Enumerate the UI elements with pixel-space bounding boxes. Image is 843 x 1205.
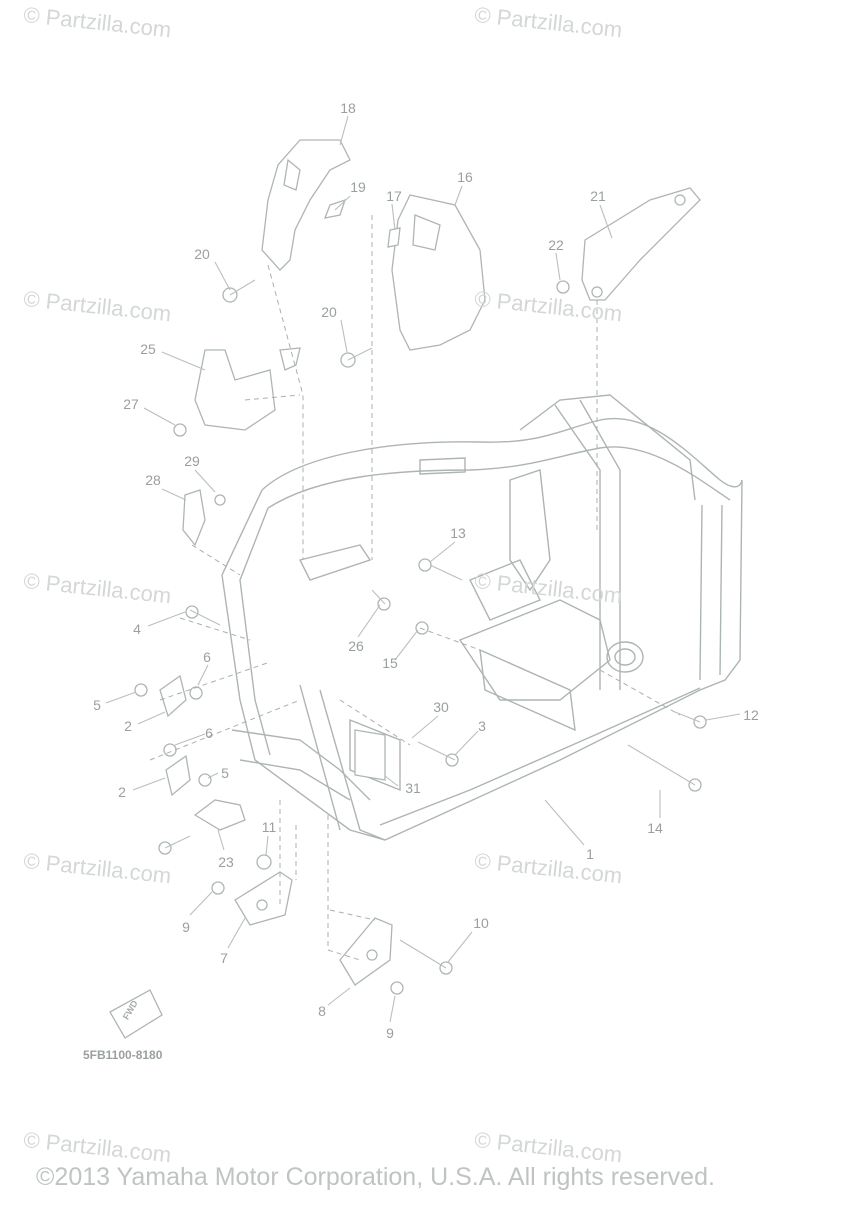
callout-14: 14 — [647, 820, 663, 836]
part-25-bracket — [194, 347, 301, 431]
callout-16: 16 — [457, 169, 473, 185]
callout-1: 1 — [586, 846, 594, 862]
callout-23: 23 — [218, 854, 234, 870]
fwd-arrow — [109, 989, 163, 1039]
callout-21: 21 — [590, 188, 606, 204]
callout-11: 11 — [261, 819, 277, 835]
callout-20: 20 — [321, 304, 337, 320]
callout-2: 2 — [124, 718, 132, 734]
part-18-cover — [261, 139, 351, 271]
callout-7: 7 — [220, 950, 228, 966]
part-2-brackets — [159, 674, 191, 797]
callout-13: 13 — [450, 525, 466, 541]
callout-6: 6 — [205, 725, 213, 741]
callout-9: 9 — [182, 919, 190, 935]
callout-6: 6 — [203, 649, 211, 665]
callout-9: 9 — [386, 1025, 394, 1041]
callout-2: 2 — [118, 784, 126, 800]
callout-3: 3 — [478, 718, 486, 734]
bolts — [164, 279, 701, 969]
leader-lines — [105, 115, 741, 1023]
callout-8: 8 — [318, 1003, 326, 1019]
callout-28: 28 — [145, 472, 161, 488]
part-16-cover — [391, 194, 486, 351]
callout-12: 12 — [743, 707, 759, 723]
main-frame — [221, 394, 743, 841]
callout-26: 26 — [348, 638, 364, 654]
callout-17: 17 — [386, 188, 402, 204]
callout-22: 22 — [548, 237, 564, 253]
part-8-plate — [339, 917, 393, 986]
part-23-bracket — [193, 799, 246, 831]
callout-29: 29 — [184, 453, 200, 469]
callout-25: 25 — [140, 341, 156, 357]
callout-27: 27 — [123, 396, 139, 412]
callout-4: 4 — [133, 621, 141, 637]
copyright-notice: ©2013 Yamaha Motor Corporation, U.S.A. A… — [36, 1163, 715, 1191]
part-31-plate — [354, 729, 386, 781]
callout-18: 18 — [340, 100, 356, 116]
assembly-lines — [149, 215, 681, 961]
callout-10: 10 — [473, 915, 489, 931]
part-code: 5FB1100-8180 — [83, 1048, 163, 1062]
callout-5: 5 — [221, 765, 229, 781]
callout-20: 20 — [194, 246, 210, 262]
callout-5: 5 — [93, 697, 101, 713]
callout-15: 15 — [382, 655, 398, 671]
part-28-bracket — [182, 489, 206, 547]
callout-31: 31 — [405, 780, 421, 796]
callout-19: 19 — [350, 179, 366, 195]
part-7-plate — [234, 871, 293, 926]
callout-30: 30 — [433, 699, 449, 715]
part-21-bracket — [581, 187, 701, 301]
